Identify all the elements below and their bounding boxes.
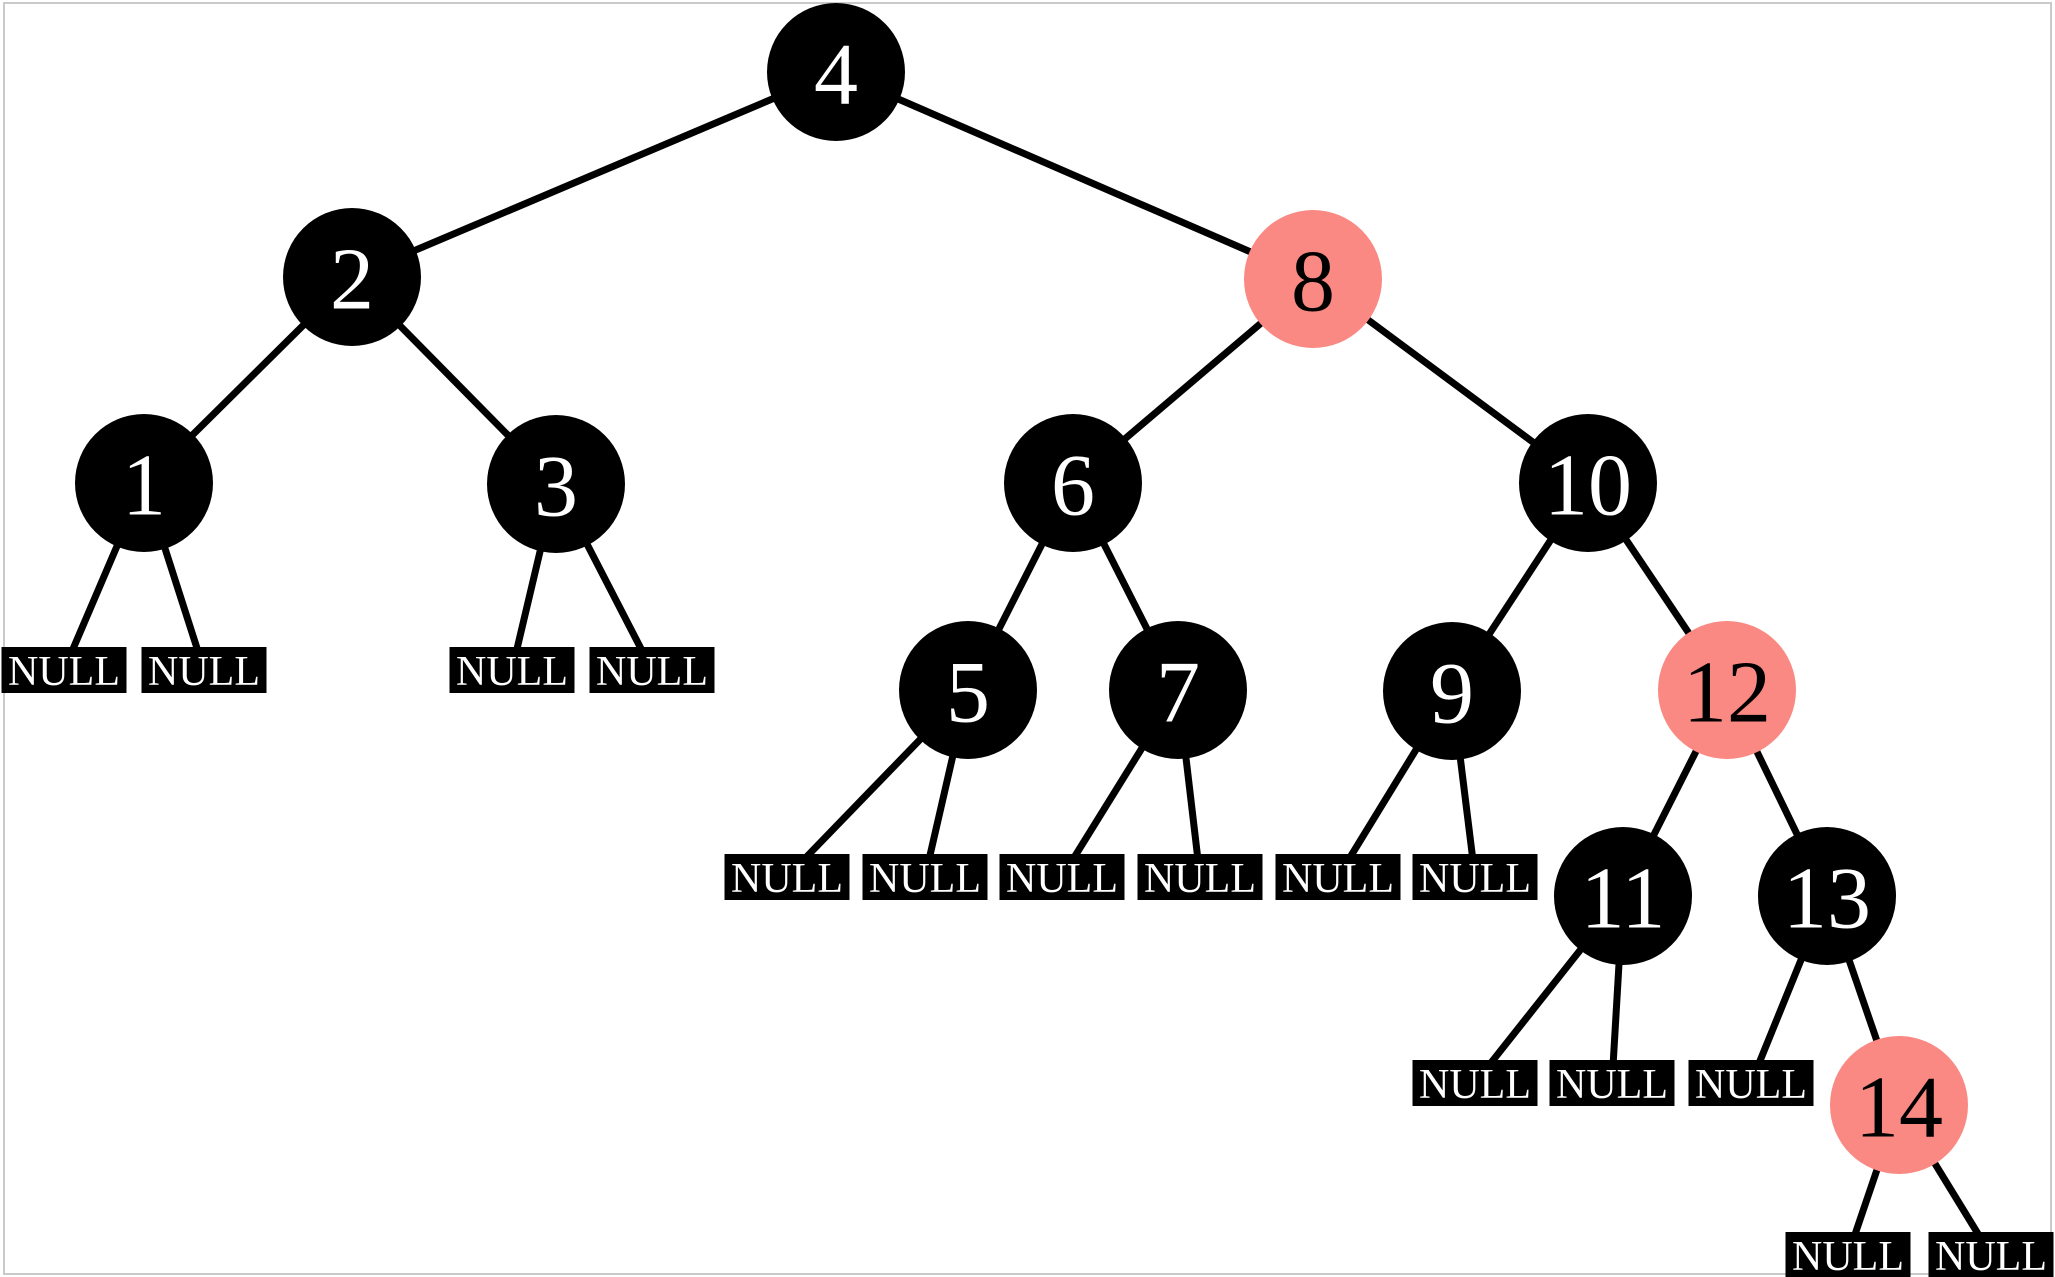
tree-node-label-2: 2 xyxy=(330,232,374,329)
tree-node-10 xyxy=(1519,414,1657,552)
tree-node-14 xyxy=(1830,1036,1968,1174)
tree-node-label-13: 13 xyxy=(1783,851,1871,948)
null-leaf-box-n3R xyxy=(589,647,715,693)
null-leaf-label-n9R: NULL xyxy=(1419,856,1531,902)
null-leaf-box-n1R xyxy=(141,647,267,693)
tree-node-2 xyxy=(283,208,421,346)
null-leaf-box-n5L xyxy=(724,854,850,900)
tree-node-8 xyxy=(1244,210,1382,348)
tree-node-6 xyxy=(1004,414,1142,552)
tree-node-label-12: 12 xyxy=(1683,645,1771,742)
null-leaf-box-n13L xyxy=(1688,1060,1814,1106)
tree-node-label-7: 7 xyxy=(1156,645,1200,742)
tree-node-label-10: 10 xyxy=(1544,438,1632,535)
null-leaf-label-n5R: NULL xyxy=(869,856,981,902)
null-leaf-label-n3L: NULL xyxy=(456,649,568,695)
tree-node-12 xyxy=(1658,621,1796,759)
tree-edge-4-2 xyxy=(350,68,838,281)
tree-node-label-5: 5 xyxy=(946,645,990,742)
null-leaf-box-n1L xyxy=(1,647,127,693)
tree-node-label-1: 1 xyxy=(122,438,166,535)
tree-node-label-11: 11 xyxy=(1581,851,1666,948)
null-leaf-box-n14L xyxy=(1785,1232,1911,1277)
tree-node-label-9: 9 xyxy=(1430,646,1474,743)
null-leaf-box-n9R xyxy=(1412,854,1538,900)
null-leaf-box-n9L xyxy=(1275,854,1401,900)
null-leaf-label-n9L: NULL xyxy=(1282,856,1394,902)
null-leaf-label-n5L: NULL xyxy=(731,856,843,902)
tree-node-9 xyxy=(1383,622,1521,760)
tree-node-label-3: 3 xyxy=(534,439,578,536)
null-leaf-label-n7L: NULL xyxy=(1006,856,1118,902)
null-leaf-box-n11L xyxy=(1412,1060,1538,1106)
tree-node-7 xyxy=(1109,621,1247,759)
null-leaf-box-n5R xyxy=(862,854,988,900)
null-leaf-label-n1R: NULL xyxy=(148,649,260,695)
null-leaf-label-n13L: NULL xyxy=(1695,1062,1807,1108)
tree-node-13 xyxy=(1758,827,1896,965)
tree-node-5 xyxy=(899,621,1037,759)
null-leaf-box-n11R xyxy=(1549,1060,1675,1106)
null-leaf-label-n7R: NULL xyxy=(1144,856,1256,902)
tree-node-label-8: 8 xyxy=(1291,234,1335,331)
null-leaf-label-n1L: NULL xyxy=(8,649,120,695)
tree-node-label-4: 4 xyxy=(814,27,858,124)
null-leaf-label-n3R: NULL xyxy=(596,649,708,695)
null-leaf-label-n11R: NULL xyxy=(1556,1062,1668,1108)
tree-node-3 xyxy=(487,415,625,553)
null-leaf-box-n3L xyxy=(449,647,575,693)
tree-node-label-6: 6 xyxy=(1051,438,1095,535)
tree-node-4 xyxy=(767,3,905,141)
null-leaf-label-n14L: NULL xyxy=(1792,1234,1904,1277)
tree-edge-4-8 xyxy=(834,68,1315,283)
null-leaf-label-n14R: NULL xyxy=(1935,1234,2047,1277)
null-leaf-label-n11L: NULL xyxy=(1419,1062,1531,1108)
tree-node-11 xyxy=(1554,827,1692,965)
tree-node-label-14: 14 xyxy=(1855,1060,1943,1157)
null-leaf-box-n7R xyxy=(1137,854,1263,900)
null-leaf-box-n7L xyxy=(999,854,1125,900)
null-leaf-box-n14R xyxy=(1928,1232,2054,1277)
tree-node-1 xyxy=(75,414,213,552)
